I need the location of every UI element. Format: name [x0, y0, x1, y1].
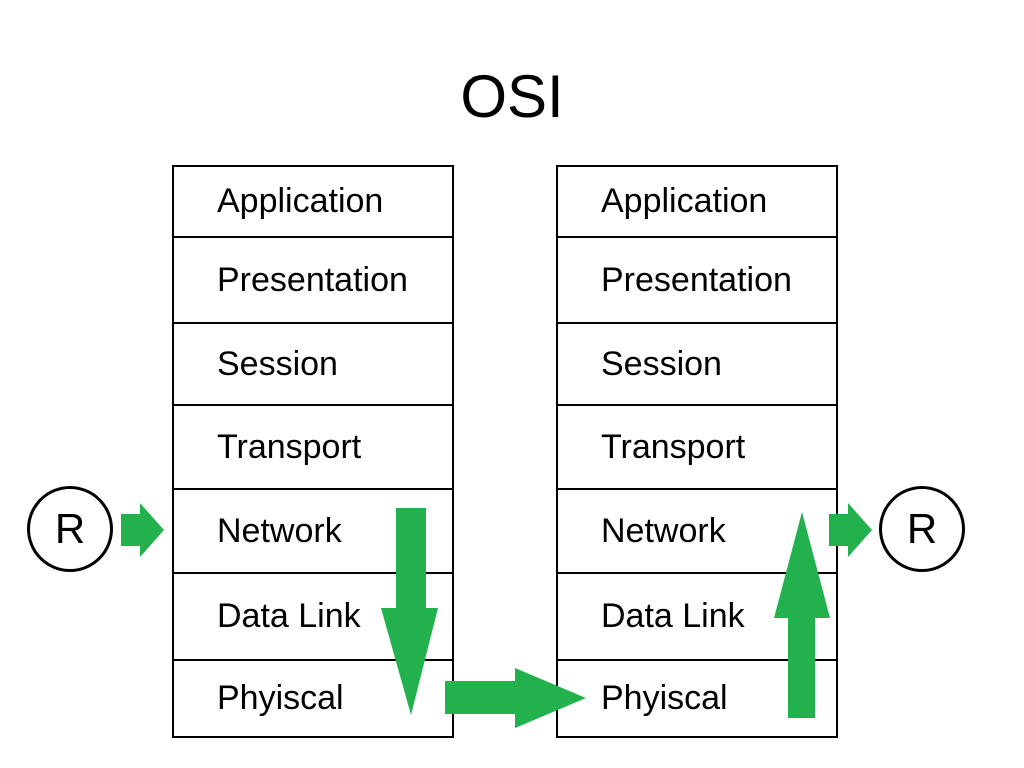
layer-presentation: Presentation [174, 238, 452, 324]
layer-session: Session [174, 324, 452, 406]
osi-stack-right: Application Presentation Session Transpo… [556, 165, 838, 738]
router-left-label: R [54, 505, 86, 552]
diagram-title: OSI [460, 63, 564, 130]
layer-session: Session [558, 324, 836, 406]
layer-application: Application [174, 167, 452, 238]
layer-data-link: Data Link [558, 574, 836, 661]
router-right: R [879, 486, 965, 572]
layer-data-link: Data Link [174, 574, 452, 661]
layer-physical: Phyiscal [601, 679, 728, 717]
router-right-label: R [906, 505, 938, 552]
layer-network: Network [174, 490, 452, 574]
router-left: R [27, 486, 113, 572]
arrow-router-to-network-left [121, 503, 164, 557]
layer-transport: Transport [174, 406, 452, 490]
layer-transport: Transport [558, 406, 836, 490]
layer-presentation: Presentation [558, 238, 836, 324]
osi-stack-left: Application Presentation Session Transpo… [172, 165, 454, 738]
layer-application: Application [558, 167, 836, 238]
layer-network: Network [558, 490, 836, 574]
layer-physical: Phyiscal [217, 679, 344, 717]
